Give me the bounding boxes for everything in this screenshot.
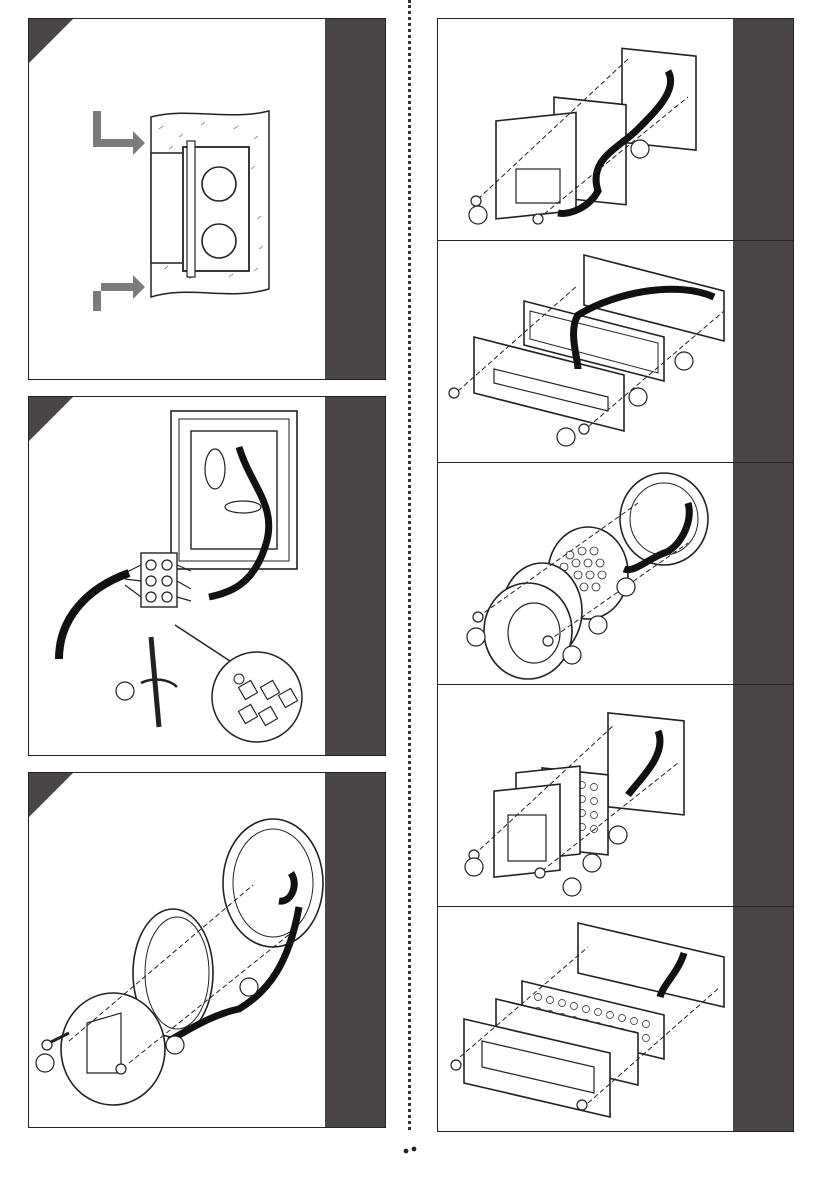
page-marker-dots (400, 1146, 420, 1156)
screw-icon (579, 424, 589, 434)
step-panel-recess-box (28, 18, 386, 380)
screw-icon (535, 868, 545, 878)
variant-side-band (733, 907, 793, 1131)
round-fixture-illustration (29, 773, 329, 1128)
arrow-icon (93, 111, 145, 155)
screw-icon (473, 612, 483, 622)
step-side-band (325, 19, 385, 379)
screw-icon (577, 1100, 587, 1110)
step-side-band (325, 397, 385, 755)
variant-panel-square-louvre (437, 18, 794, 244)
column-divider (408, 0, 411, 1130)
variant-panel-square-led (437, 684, 794, 910)
rotate-arrow-icon (141, 680, 177, 687)
screw-icon (471, 196, 481, 206)
variant-side-band (733, 241, 793, 465)
screw-icon (42, 1040, 52, 1050)
square-louvre-illustration (438, 19, 738, 244)
variant-panel-rectangular-slot (437, 240, 794, 466)
step-side-band (325, 773, 385, 1127)
square-led-illustration (438, 685, 738, 910)
wall-box-illustration (29, 19, 329, 379)
ground-icon (234, 674, 244, 684)
screw-icon (449, 388, 459, 398)
screw-icon (451, 1060, 461, 1070)
step-panel-wiring (28, 396, 386, 756)
screw-icon (116, 1064, 126, 1074)
screw-icon (533, 214, 543, 224)
variant-side-band (733, 463, 793, 687)
variant-panel-round-led (437, 462, 794, 688)
screw-icon (543, 636, 553, 646)
variant-side-band (733, 685, 793, 909)
step-panel-round-assembly (28, 772, 386, 1128)
wiring-illustration (29, 397, 329, 756)
rectangular-slot-illustration (438, 241, 738, 466)
arrow-icon (93, 275, 145, 311)
rectangular-led-illustration (438, 907, 738, 1132)
variant-panel-rectangular-led (437, 906, 794, 1132)
variant-side-band (733, 19, 793, 243)
round-led-illustration (438, 463, 738, 688)
